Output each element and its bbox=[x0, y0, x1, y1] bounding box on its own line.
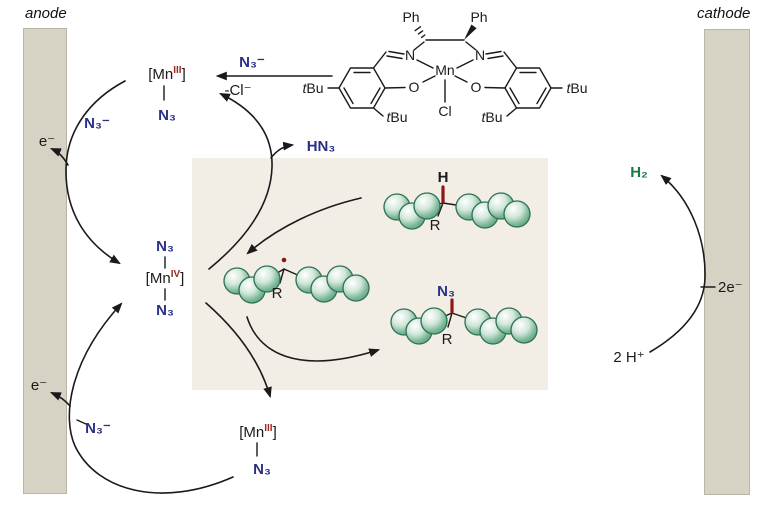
bond bbox=[413, 41, 425, 51]
cycle-arrows bbox=[49, 71, 716, 494]
tbu-label: tBu bbox=[566, 80, 587, 96]
radical-dot bbox=[281, 257, 287, 263]
mn-salen-catalyst-structure: Ph Ph N N Mn O O Cl tBu tBu tBu tBu bbox=[302, 9, 587, 125]
mn3-bottom-azide-label: N₃ bbox=[253, 461, 271, 478]
azide-feed-bottom-label: N₃⁻ bbox=[85, 420, 111, 437]
phenyl-right-label: Ph bbox=[470, 9, 487, 25]
n-mn-bond bbox=[416, 59, 434, 69]
carbon-sphere bbox=[253, 265, 281, 293]
bond-to-r bbox=[437, 202, 444, 217]
carbon-sphere bbox=[420, 307, 448, 335]
oxygen-left-label: O bbox=[409, 79, 420, 95]
bond bbox=[465, 41, 477, 51]
arrow-mn4-to-mn3-bottom bbox=[205, 302, 272, 399]
carbon-sphere bbox=[342, 274, 370, 302]
arrow-radical-to-product bbox=[246, 316, 381, 362]
activation-azide-label: N₃⁻ bbox=[239, 54, 265, 71]
mn3-bottom-species: [MnIII] N₃ bbox=[239, 423, 277, 478]
imine-bond bbox=[487, 55, 504, 60]
azide-feed-top-label: N₃⁻ bbox=[84, 115, 110, 132]
mn4-formula: [MnIV] bbox=[146, 269, 185, 287]
radical-intermediate: R bbox=[223, 257, 370, 304]
bond bbox=[372, 107, 384, 117]
electron-bottom-label: e⁻ bbox=[31, 377, 47, 394]
bond bbox=[484, 86, 506, 89]
imine-bond bbox=[388, 50, 405, 55]
substrate-molecule: H R bbox=[383, 169, 531, 234]
tbu-label: tBu bbox=[302, 80, 323, 96]
bond-to-r bbox=[447, 312, 453, 328]
aromatic-bond bbox=[536, 87, 547, 105]
anode-electrode-bar bbox=[23, 28, 67, 494]
hn3-label: HN₃ bbox=[307, 138, 336, 155]
o-mn-bond bbox=[422, 75, 436, 83]
mn3-top-azide-label: N₃ bbox=[158, 107, 176, 124]
phenyl-left-label: Ph bbox=[402, 9, 419, 25]
mn3-bottom-formula: [MnIII] bbox=[239, 423, 277, 441]
substrate-h-label: H bbox=[438, 169, 449, 186]
carbon-sphere bbox=[413, 192, 441, 220]
carbon-sphere bbox=[503, 200, 531, 228]
arrow-substrate-to-radical bbox=[246, 197, 362, 255]
right-phenol-ring bbox=[504, 67, 552, 109]
bond bbox=[384, 86, 406, 89]
product-azide-label: N₃ bbox=[437, 283, 455, 300]
chloride-label: Cl bbox=[438, 103, 451, 119]
imine-bond bbox=[485, 50, 502, 55]
substrate-r-label: R bbox=[430, 217, 441, 234]
tick-azide-bottom bbox=[76, 419, 87, 425]
arrow-anode-cycle-top bbox=[65, 80, 126, 265]
mn4-azide-top-label: N₃ bbox=[156, 238, 174, 255]
imine-bond bbox=[386, 55, 403, 60]
two-electrons-label: 2e⁻ bbox=[718, 279, 743, 296]
aromatic-bond bbox=[370, 87, 381, 105]
left-phenol-ring bbox=[338, 67, 386, 109]
anode-label: anode bbox=[25, 5, 67, 22]
n-mn-bond bbox=[456, 59, 474, 69]
nitrogen-right-label: N bbox=[475, 47, 485, 63]
aromatic-bond bbox=[509, 87, 520, 105]
bond bbox=[506, 107, 518, 117]
cathode-label: cathode bbox=[697, 5, 751, 22]
bond-to-r bbox=[279, 268, 285, 284]
arrow-cathode-h2 bbox=[649, 174, 706, 353]
aromatic-bond bbox=[343, 87, 354, 105]
mn4-azide-bottom-label: N₃ bbox=[156, 302, 174, 319]
chloride-loss-label: -Cl⁻ bbox=[224, 82, 251, 99]
bold-wedge-ph-right bbox=[464, 24, 477, 40]
electron-top-label: e⁻ bbox=[39, 133, 55, 150]
tbu-label: tBu bbox=[386, 109, 407, 125]
arrow-anode-cycle-bottom bbox=[68, 302, 234, 494]
hashed-wedge-ph-left bbox=[414, 26, 426, 39]
protons-label: 2 H⁺ bbox=[613, 349, 644, 366]
mn4-species: N₃ [MnIV] N₃ bbox=[146, 238, 185, 319]
manganese-label: Mn bbox=[435, 62, 454, 78]
carbon-sphere bbox=[510, 316, 538, 344]
product-r-label: R bbox=[442, 331, 453, 348]
arrow-mn4-to-mn3-hat bbox=[208, 93, 273, 270]
nitrogen-left-label: N bbox=[405, 47, 415, 63]
arrow-hn3-release bbox=[270, 141, 295, 159]
arrow-electron-top bbox=[49, 148, 69, 166]
bond bbox=[372, 51, 387, 69]
oxygen-right-label: O bbox=[471, 79, 482, 95]
tbu-label: tBu bbox=[481, 109, 502, 125]
arrow-electron-bottom bbox=[49, 392, 71, 407]
bond bbox=[503, 51, 518, 69]
azide-product-molecule: N₃ R bbox=[390, 283, 538, 348]
hydrogen-gas-label: H₂ bbox=[630, 164, 648, 181]
mn3-top-species: [MnIII] N₃ bbox=[148, 65, 186, 124]
radical-r-label: R bbox=[272, 285, 283, 302]
o-mn-bond bbox=[454, 75, 468, 83]
mn3-top-formula: [MnIII] bbox=[148, 65, 186, 83]
